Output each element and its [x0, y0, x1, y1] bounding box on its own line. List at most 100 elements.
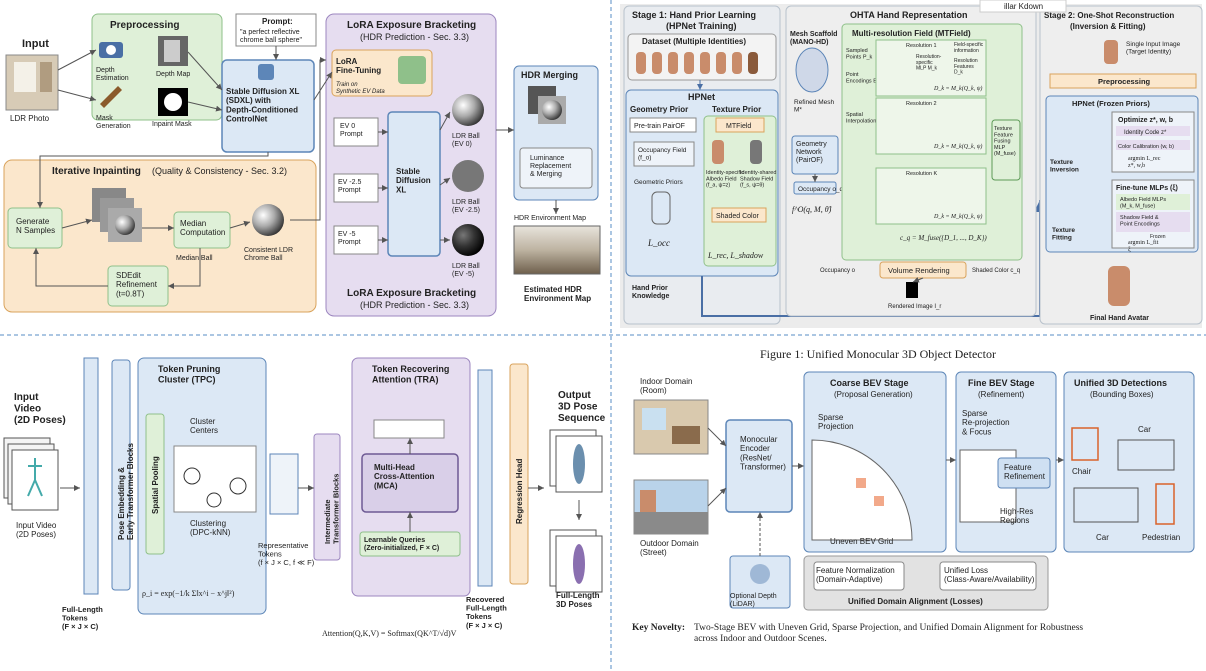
spatial-pool: Spatial Pooling: [151, 456, 160, 514]
hdr-env-label: HDR Environment Map: [514, 215, 586, 222]
frozen-label: Frozen: [1150, 234, 1166, 240]
resolutionk-box: [875, 167, 987, 225]
figure-title: Figure 1: Unified Monocular 3D Object De…: [760, 347, 996, 361]
clustering-plot: [173, 445, 257, 513]
hand-dataset-icons: [636, 52, 758, 74]
input-heading: Input: [22, 38, 49, 50]
network-icon: [258, 64, 274, 80]
key-novelty-label: Key Novelty:: [632, 623, 685, 633]
ldr-photo-label: LDR Photo: [10, 114, 50, 123]
vol-render-label: Volume Rendering: [888, 266, 950, 275]
panel-3d-detector: Figure 1: Unified Monocular 3D Object De…: [632, 347, 1195, 644]
chair-label: Chair: [1072, 467, 1091, 476]
loss-rec: L_rec, L_shadow: [707, 251, 764, 260]
dataset-label: Dataset (Multiple Identities): [642, 37, 746, 46]
tooltip-text: illar Kdown: [1004, 2, 1043, 11]
rho-eq: ρ_i = exp(−1/k Σ‖x^i − x^j‖²): [142, 589, 235, 598]
unified-title: Unified 3D Detections: [1074, 378, 1167, 388]
tex-fusing-box: [991, 119, 1021, 181]
inter-blocks: IntermediateTransformer Blocks: [323, 474, 341, 544]
occ-field-label: Occupancy Field(f_o): [638, 147, 687, 162]
mtfield-label: MTField: [726, 123, 751, 130]
uneven-label: Uneven BEV Grid: [830, 537, 893, 546]
video-frames-stack: [3, 437, 59, 511]
albedo-mlps: Albedo Field MLPs(M_k, M_fuse): [1120, 197, 1166, 209]
fq-label: f^O(q, M, θ̂): [792, 205, 832, 214]
preprocessing-title: Preprocessing: [110, 20, 179, 31]
env-map: [513, 225, 601, 275]
lidar-label: Optional Depth(LiDAR): [730, 593, 777, 608]
indoor-label: Indoor Domain(Room): [640, 377, 692, 395]
luminance-box: [519, 147, 593, 189]
spatial-pool-box: [145, 413, 165, 555]
eq3: D_k = M_k(Q_k, ψ): [933, 213, 982, 220]
hpnet-title: HPNet: [688, 92, 715, 102]
learnable-queries-box: [359, 531, 461, 557]
chair-box: [1071, 427, 1099, 461]
stage1-title: Stage 1: Hand Prior Learning: [632, 10, 756, 20]
geo-priors-label: Geometric Priors: [634, 179, 684, 186]
resolution1-box: [875, 39, 987, 97]
full-tokens-column: [83, 357, 99, 595]
key-novelty-text: Two-Stage BEV with Uneven Grid, Sparse P…: [694, 622, 1083, 644]
color-cal: Color Calibration (w, b): [1118, 144, 1174, 150]
rendered-hand-icon: [906, 282, 918, 298]
ldr-ball-ev5: [452, 224, 484, 256]
shaded-color-box: [711, 207, 767, 223]
coarse-sub: (Proposal Generation): [834, 390, 913, 399]
wire-hand-icon: [651, 191, 671, 225]
single-hand-icon: [1104, 40, 1118, 64]
output-tokens-row: [373, 419, 445, 439]
fine-title: Fine BEV Stage: [968, 378, 1035, 388]
geo-prior-title: Geometry Prior: [630, 105, 688, 114]
regression-box: [509, 363, 529, 585]
ball25-label: LDR Ball(EV -2.5): [452, 199, 480, 214]
coarse-title: Coarse BEV Stage: [830, 378, 909, 388]
lora-subtitle-bottom: (HDR Prediction - Sec. 3.3): [360, 300, 469, 310]
feat-norm-box: [813, 561, 905, 591]
lora-subtitle: (HDR Prediction - Sec. 3.3): [360, 32, 469, 42]
mrf-title: Multi-resolution Field (MTField): [852, 29, 971, 38]
uda-title: Unified Domain Alignment (Losses): [848, 597, 983, 606]
ldr-ball-ev25: [452, 160, 484, 192]
output-pose-frames: [549, 429, 603, 593]
inpaint-mask-label: Inpaint Mask: [152, 121, 192, 128]
car-label-top: Car: [1138, 425, 1151, 434]
car-label: Car: [1096, 533, 1109, 542]
finetune-title: Fine-tune MLPs (ξ): [1116, 185, 1178, 192]
unified-loss: Unified Loss(Class-Aware/Availability): [944, 566, 1035, 584]
texture-prior-box: [703, 115, 777, 267]
lora-title: LoRA Exposure Bracketing: [347, 20, 476, 31]
single-input: Single Input Image(Target Identity): [1126, 41, 1181, 56]
rep-tokens-stack: [269, 453, 299, 515]
lora-title-bottom: LoRA Exposure Bracketing: [347, 288, 476, 299]
occ-field-box: [633, 141, 695, 167]
eq1: D_k = M_k(Q_k, ψ): [933, 85, 982, 92]
pedestrian-box: [1155, 483, 1175, 525]
recovered-tokens-column: [477, 369, 493, 587]
median-box: [173, 211, 231, 249]
final-hand-icon: [1108, 266, 1130, 306]
occ-o-label: Occupancy o: [820, 268, 856, 274]
prompt-box: [235, 13, 317, 47]
